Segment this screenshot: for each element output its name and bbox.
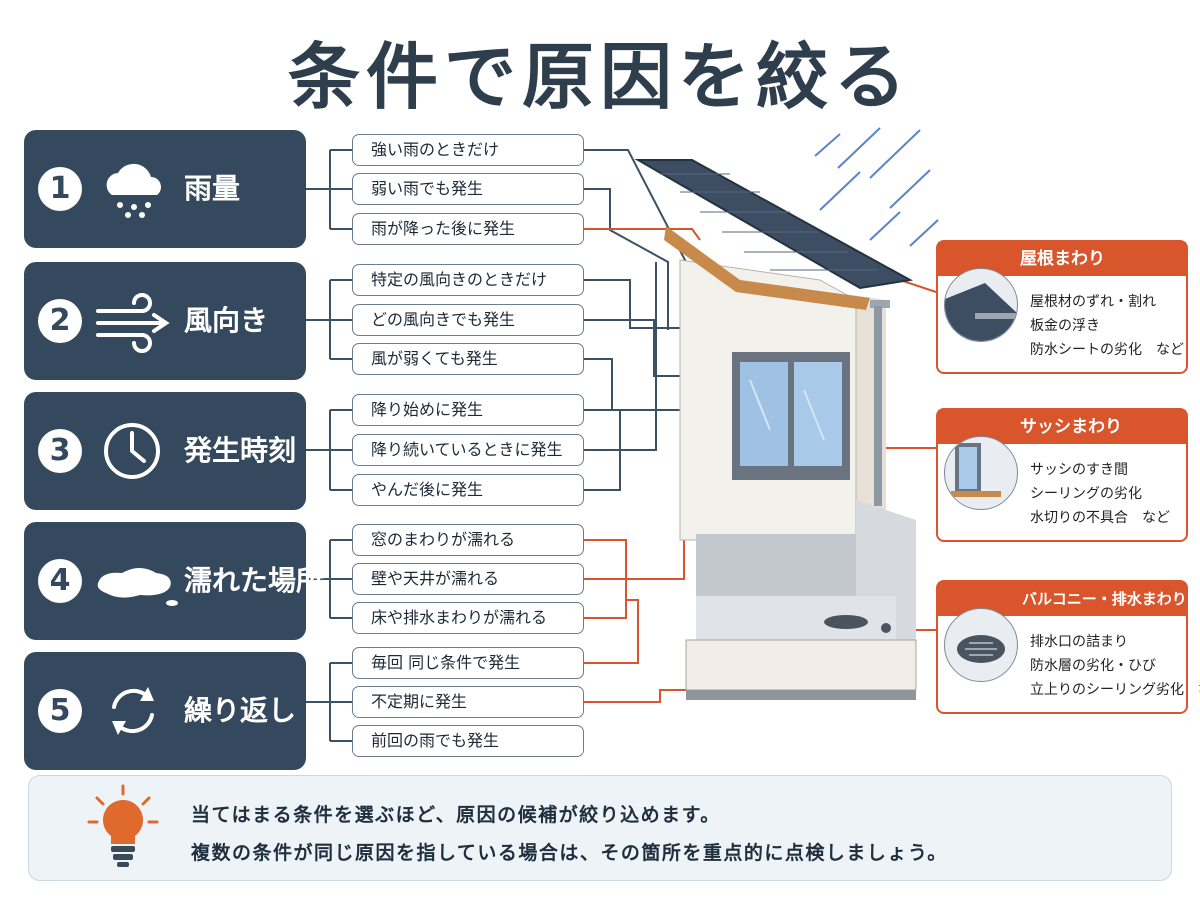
area-item: 防水層の劣化・ひび [1030,658,1156,674]
category-rain: 1 雨量 [24,130,306,248]
roof-thumbnail-icon [944,268,1018,342]
option-weak-wind[interactable]: 風が弱くても発生 [352,343,584,375]
category-label: 発生時刻 [184,434,297,467]
area-items: サッシのすき間 シーリングの劣化 水切りの不具合 など [1030,458,1170,530]
option-wall-ceiling-wet[interactable]: 壁や天井が濡れる [352,563,584,595]
option-light-rain[interactable]: 弱い雨でも発生 [352,173,584,205]
hint-line-1: 当てはまる条件を選ぶほど、原因の候補が絞り込めます。 [191,804,721,826]
wind-icon [96,293,170,353]
clock-icon [104,423,160,479]
option-every-time[interactable]: 毎回 同じ条件で発生 [352,647,584,679]
category-repeat: 5 繰り返し [24,652,306,770]
category-time: 3 発生時刻 [24,392,306,510]
area-item: 水切りの不具合 など [1030,510,1170,526]
area-item: 立上りのシーリング劣化 など [1030,682,1200,698]
option-rain-start[interactable]: 降り始めに発生 [352,394,584,426]
repeat-icon [112,687,154,735]
category-label: 濡れた場所 [184,564,325,597]
area-sash: サッシまわり サッシのすき間 シーリングの劣化 水切りの不具合 など [936,408,1188,542]
option-any-wind[interactable]: どの風向きでも発生 [352,304,584,336]
option-specific-wind[interactable]: 特定の風向きのときだけ [352,264,584,296]
window-sash-thumbnail-icon [944,436,1018,510]
area-item: サッシのすき間 [1030,462,1128,478]
hint-panel: 当てはまる条件を選ぶほど、原因の候補が絞り込めます。 複数の条件が同じ原因を指し… [28,775,1172,881]
area-items: 排水口の詰まり 防水層の劣化・ひび 立上りのシーリング劣化 など [1030,630,1200,702]
option-previous-rain[interactable]: 前回の雨でも発生 [352,725,584,757]
hint-line-2: 複数の条件が同じ原因を指している場合は、その箇所を重点的に点検しましょう。 [191,842,948,864]
rain-cloud-icon [106,163,161,218]
category-number: 1 [38,167,82,211]
option-window-wet[interactable]: 窓のまわりが濡れる [352,524,584,556]
area-items: 屋根材のずれ・割れ 板金の浮き 防水シートの劣化 など [1030,290,1184,362]
category-wind: 2 風向き [24,262,306,380]
option-irregular[interactable]: 不定期に発生 [352,686,584,718]
lightbulb-icon [87,784,159,867]
area-roof: 屋根まわり 屋根材のずれ・割れ 板金の浮き 防水シートの劣化 など [936,240,1188,374]
category-label: 風向き [184,304,269,337]
page-title: 条件で原因を絞る [287,35,912,119]
option-rain-continuing[interactable]: 降り続いているときに発生 [352,434,584,466]
puddle-icon [97,568,178,606]
drain-thumbnail-icon [944,608,1018,682]
category-label: 雨量 [184,172,241,205]
area-item: 防水シートの劣化 など [1030,342,1184,358]
option-floor-drain-wet[interactable]: 床や排水まわりが濡れる [352,602,584,634]
area-item: 排水口の詰まり [1030,634,1128,650]
area-item: シーリングの劣化 [1030,486,1142,502]
option-after-rain[interactable]: 雨が降った後に発生 [352,213,584,245]
category-number: 2 [38,299,82,343]
option-heavy-rain-only[interactable]: 強い雨のときだけ [352,134,584,166]
area-item: 屋根材のずれ・割れ [1030,294,1156,310]
category-number: 5 [38,689,82,733]
option-rain-stopped[interactable]: やんだ後に発生 [352,474,584,506]
area-item: 板金の浮き [1030,318,1100,334]
category-number: 3 [38,429,82,473]
rain-streaks [814,127,939,247]
area-balcony-drain: バルコニー・排水まわり 排水口の詰まり 防水層の劣化・ひび 立上りのシーリング劣… [936,580,1200,714]
category-wet-place: 4 濡れた場所 [24,522,324,640]
category-number: 4 [38,559,82,603]
category-label: 繰り返し [184,694,297,727]
house-illustration [634,127,939,700]
